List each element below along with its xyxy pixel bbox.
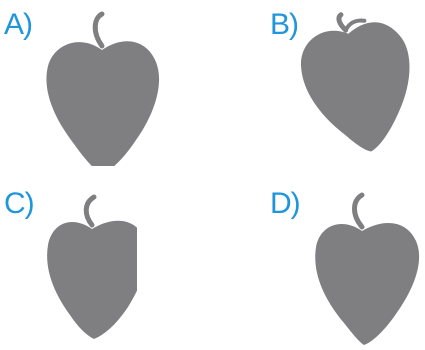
strawberry-icon (46, 11, 159, 166)
option-d-label: D) (270, 187, 301, 220)
option-d[interactable]: D) (212, 175, 425, 350)
option-a-label: A) (4, 8, 33, 41)
option-b-label: B) (270, 8, 299, 41)
strawberry-icon (300, 12, 410, 152)
option-c-label: C) (4, 187, 35, 220)
option-b[interactable]: B) (212, 0, 425, 175)
strawberry-icon (47, 194, 137, 339)
strawberry-icon (315, 192, 420, 345)
option-c[interactable]: C) (0, 175, 212, 350)
option-a[interactable]: A) (0, 0, 212, 175)
